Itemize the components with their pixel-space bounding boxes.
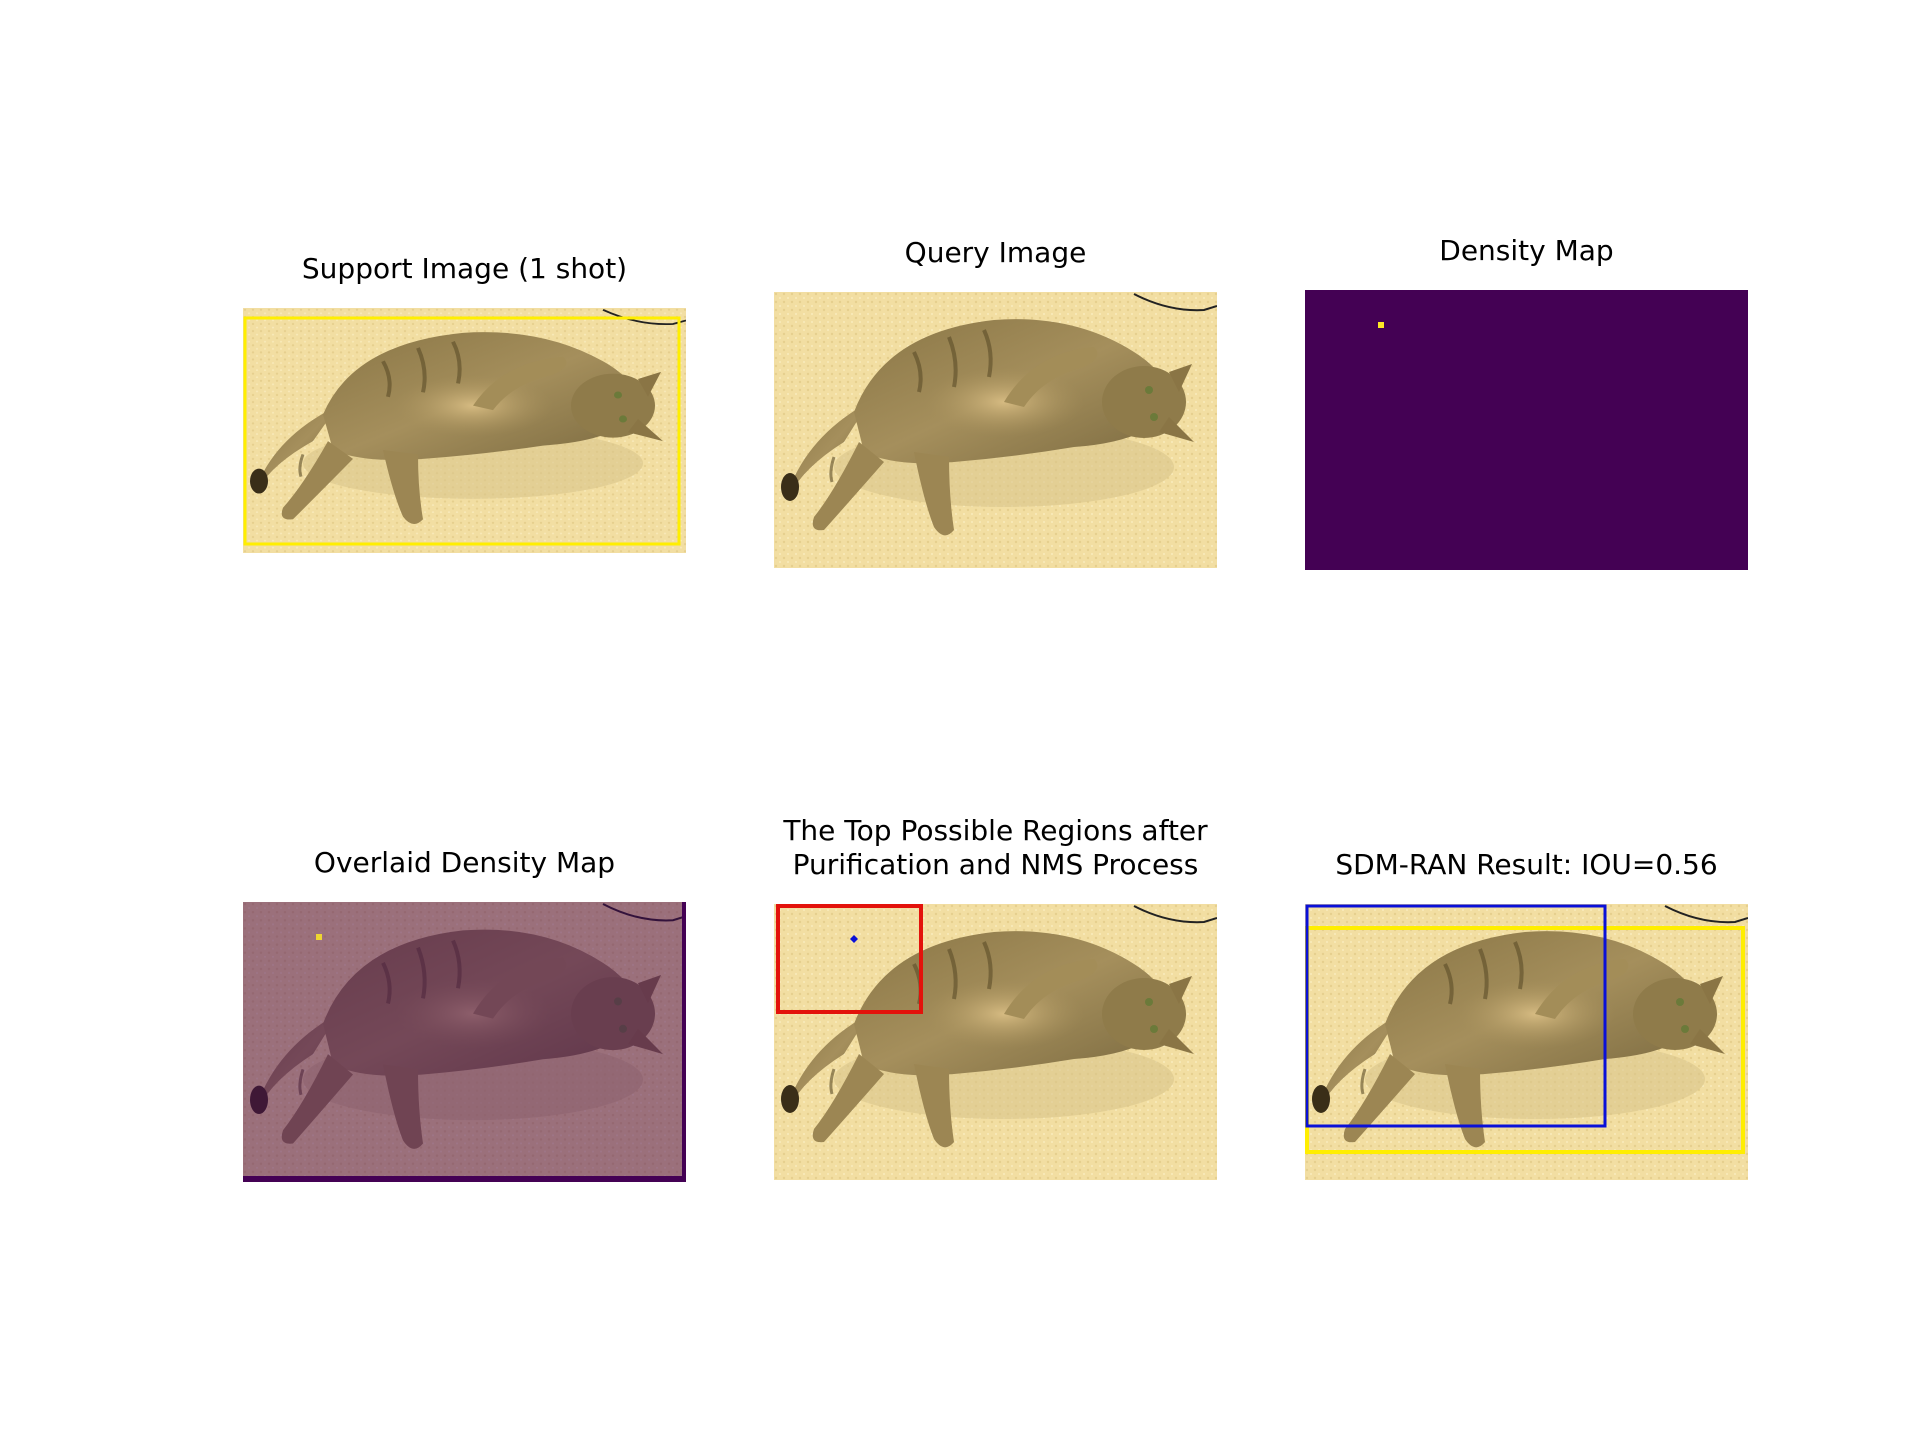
overlaid-density-title: Overlaid Density Map [313, 846, 616, 879]
candidate-region-box [776, 904, 923, 1014]
support-image-title: Support Image (1 shot) [301, 252, 628, 285]
result-image [1305, 904, 1748, 1180]
top-regions-image [774, 904, 1217, 1180]
result-title: SDM-RAN Result: IOU=0.56 [1335, 848, 1718, 881]
density-peak [1378, 322, 1384, 328]
overlaid-density-peak [316, 934, 322, 940]
support-image [243, 308, 686, 553]
density-map [1305, 290, 1748, 570]
support-bounding-box [243, 316, 681, 546]
query-image [774, 292, 1217, 568]
top-regions-title: The Top Possible Regions after Purificat… [783, 814, 1208, 881]
predicted-box [1305, 904, 1607, 1128]
candidate-peak-marker [850, 935, 858, 943]
density-map-title: Density Map [1439, 234, 1614, 267]
query-image-title: Query Image [904, 236, 1087, 269]
overlaid-density-map [243, 902, 686, 1182]
